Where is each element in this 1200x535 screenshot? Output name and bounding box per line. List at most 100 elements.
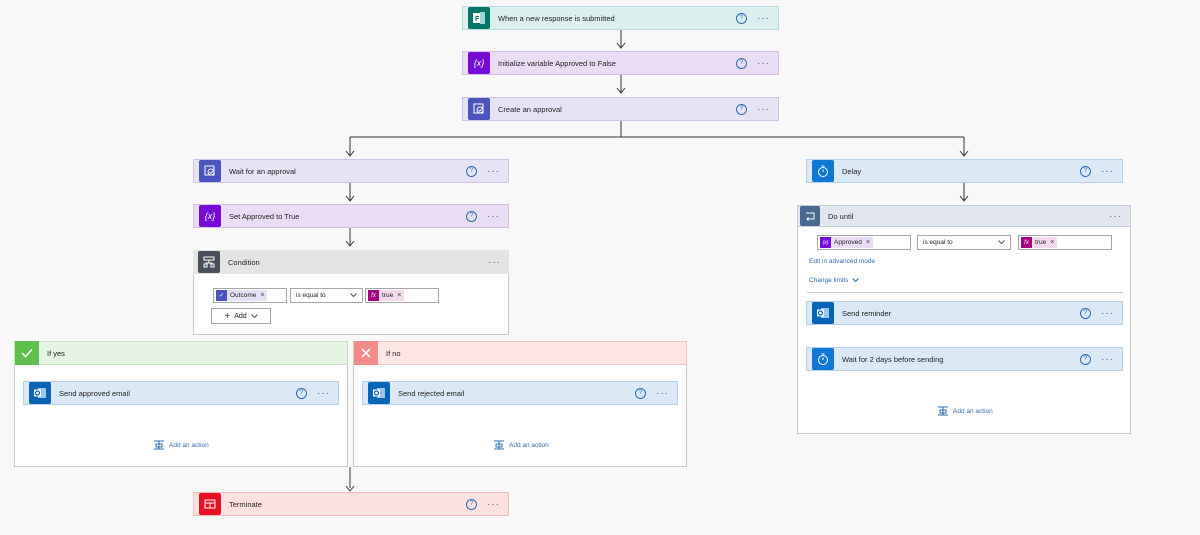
if-no-header[interactable]: If no	[353, 341, 687, 365]
help-icon[interactable]: ?	[635, 387, 646, 399]
more-options-icon[interactable]: ···	[317, 387, 330, 399]
change-limits-link[interactable]: Change limits	[809, 277, 860, 284]
variable-token[interactable]: {x} Approved ×	[820, 237, 873, 248]
outcome-token[interactable]: ✓ Outcome ×	[216, 290, 268, 301]
forms-icon: F	[468, 7, 490, 29]
delay-card[interactable]: Delay ? ···	[806, 159, 1123, 183]
help-icon[interactable]: ?	[466, 210, 477, 222]
wait-delay-title: Wait for 2 days before sending	[842, 354, 944, 364]
more-options-icon[interactable]: ···	[488, 256, 501, 268]
terminate-title: Terminate	[229, 499, 262, 509]
expression-token[interactable]: fx true ×	[368, 290, 405, 301]
help-icon[interactable]: ?	[736, 103, 747, 115]
plus-icon: +	[224, 310, 231, 322]
variable-icon: {x}	[199, 205, 221, 227]
more-options-icon[interactable]: ···	[487, 210, 500, 222]
help-icon[interactable]: ?	[1080, 165, 1091, 177]
remove-token-icon[interactable]: ×	[865, 239, 870, 246]
help-icon[interactable]: ?	[1080, 353, 1091, 365]
add-condition-label: Add	[234, 312, 247, 320]
condition-operator-label: is equal to	[296, 292, 326, 299]
trigger-title: When a new response is submitted	[498, 13, 615, 23]
edit-advanced-mode-link[interactable]: Edit in advanced mode	[809, 258, 876, 265]
do-until-title: Do until	[828, 211, 854, 221]
outlook-icon	[29, 382, 51, 404]
if-yes-title: If yes	[47, 348, 65, 358]
terminate-card[interactable]: Terminate ? ···	[193, 492, 509, 516]
wait-approval-card[interactable]: Wait for an approval ? ···	[193, 159, 509, 183]
more-options-icon[interactable]: ···	[1101, 165, 1114, 177]
chevron-down-icon	[350, 293, 357, 298]
help-icon[interactable]: ?	[296, 387, 307, 399]
add-action-button[interactable]: Add an action	[494, 440, 549, 450]
variable-token-label: Approved	[834, 239, 862, 246]
help-icon[interactable]: ?	[1080, 307, 1091, 319]
outcome-token-label: Outcome	[230, 292, 257, 299]
do-until-left-operand[interactable]: {x} Approved ×	[817, 235, 911, 250]
wait-approval-title: Wait for an approval	[229, 166, 296, 176]
more-options-icon[interactable]: ···	[487, 165, 500, 177]
outlook-icon	[812, 302, 834, 324]
if-no-title: If no	[386, 348, 401, 358]
close-icon	[354, 341, 378, 365]
expression-token-label: true	[1035, 239, 1047, 246]
timer-icon	[812, 160, 834, 182]
more-options-icon[interactable]: ···	[757, 12, 770, 24]
function-icon: fx	[1021, 237, 1032, 248]
condition-title: Condition	[228, 257, 260, 267]
condition-icon	[198, 251, 220, 273]
do-until-header[interactable]: Do until ···	[797, 205, 1131, 227]
help-icon[interactable]: ?	[466, 498, 477, 510]
help-icon[interactable]: ?	[466, 165, 477, 177]
condition-right-operand[interactable]: fx true ×	[365, 288, 439, 303]
init-variable-card[interactable]: {x} Initialize variable Approved to Fals…	[462, 51, 779, 75]
more-options-icon[interactable]: ···	[656, 387, 669, 399]
divider	[807, 292, 1123, 293]
if-yes-header[interactable]: If yes	[14, 341, 348, 365]
condition-header[interactable]: Condition ···	[193, 250, 509, 274]
add-condition-button[interactable]: + Add	[211, 308, 271, 324]
more-options-icon[interactable]: ···	[757, 57, 770, 69]
more-options-icon[interactable]: ···	[1101, 353, 1114, 365]
help-icon[interactable]: ?	[736, 12, 747, 24]
condition-operator-select[interactable]: is equal to	[290, 288, 363, 303]
remove-token-icon[interactable]: ×	[397, 292, 402, 299]
condition-left-operand[interactable]: ✓ Outcome ×	[213, 288, 287, 303]
more-options-icon[interactable]: ···	[757, 103, 770, 115]
add-action-icon	[494, 440, 504, 450]
more-options-icon[interactable]: ···	[1101, 307, 1114, 319]
send-approved-email-card[interactable]: Send approved email ? ···	[23, 381, 339, 405]
approval-icon	[468, 98, 490, 120]
svg-text:F: F	[475, 16, 480, 23]
send-rejected-email-card[interactable]: Send rejected email ? ···	[362, 381, 678, 405]
function-icon: fx	[368, 290, 379, 301]
create-approval-card[interactable]: Create an approval ? ···	[462, 97, 779, 121]
wait-delay-card[interactable]: Wait for 2 days before sending ? ···	[806, 347, 1123, 371]
remove-token-icon[interactable]: ×	[260, 292, 265, 299]
add-action-button[interactable]: Add an action	[938, 406, 993, 416]
do-until-operator-label: is equal to	[923, 239, 953, 246]
add-action-label: Add an action	[953, 407, 993, 415]
set-variable-card[interactable]: {x} Set Approved to True ? ···	[193, 204, 509, 228]
send-reminder-title: Send reminder	[842, 308, 892, 318]
send-approved-email-title: Send approved email	[59, 388, 130, 398]
add-action-icon	[938, 406, 948, 416]
set-variable-title: Set Approved to True	[229, 211, 300, 221]
do-until-operator-select[interactable]: is equal to	[917, 235, 1011, 250]
loop-icon	[800, 206, 820, 226]
variable-icon: {x}	[820, 237, 831, 248]
do-until-right-operand[interactable]: fx true ×	[1018, 235, 1112, 250]
send-reminder-card[interactable]: Send reminder ? ···	[806, 301, 1123, 325]
outlook-icon	[368, 382, 390, 404]
add-action-button[interactable]: Add an action	[154, 440, 209, 450]
expression-token-label: true	[382, 292, 394, 299]
more-options-icon[interactable]: ···	[487, 498, 500, 510]
more-options-icon[interactable]: ···	[1109, 210, 1122, 222]
trigger-card[interactable]: F When a new response is submitted ? ···	[462, 6, 779, 30]
variable-icon: {x}	[468, 52, 490, 74]
expression-token[interactable]: fx true ×	[1021, 237, 1058, 248]
add-action-label: Add an action	[169, 441, 209, 449]
help-icon[interactable]: ?	[736, 57, 747, 69]
remove-token-icon[interactable]: ×	[1050, 239, 1055, 246]
